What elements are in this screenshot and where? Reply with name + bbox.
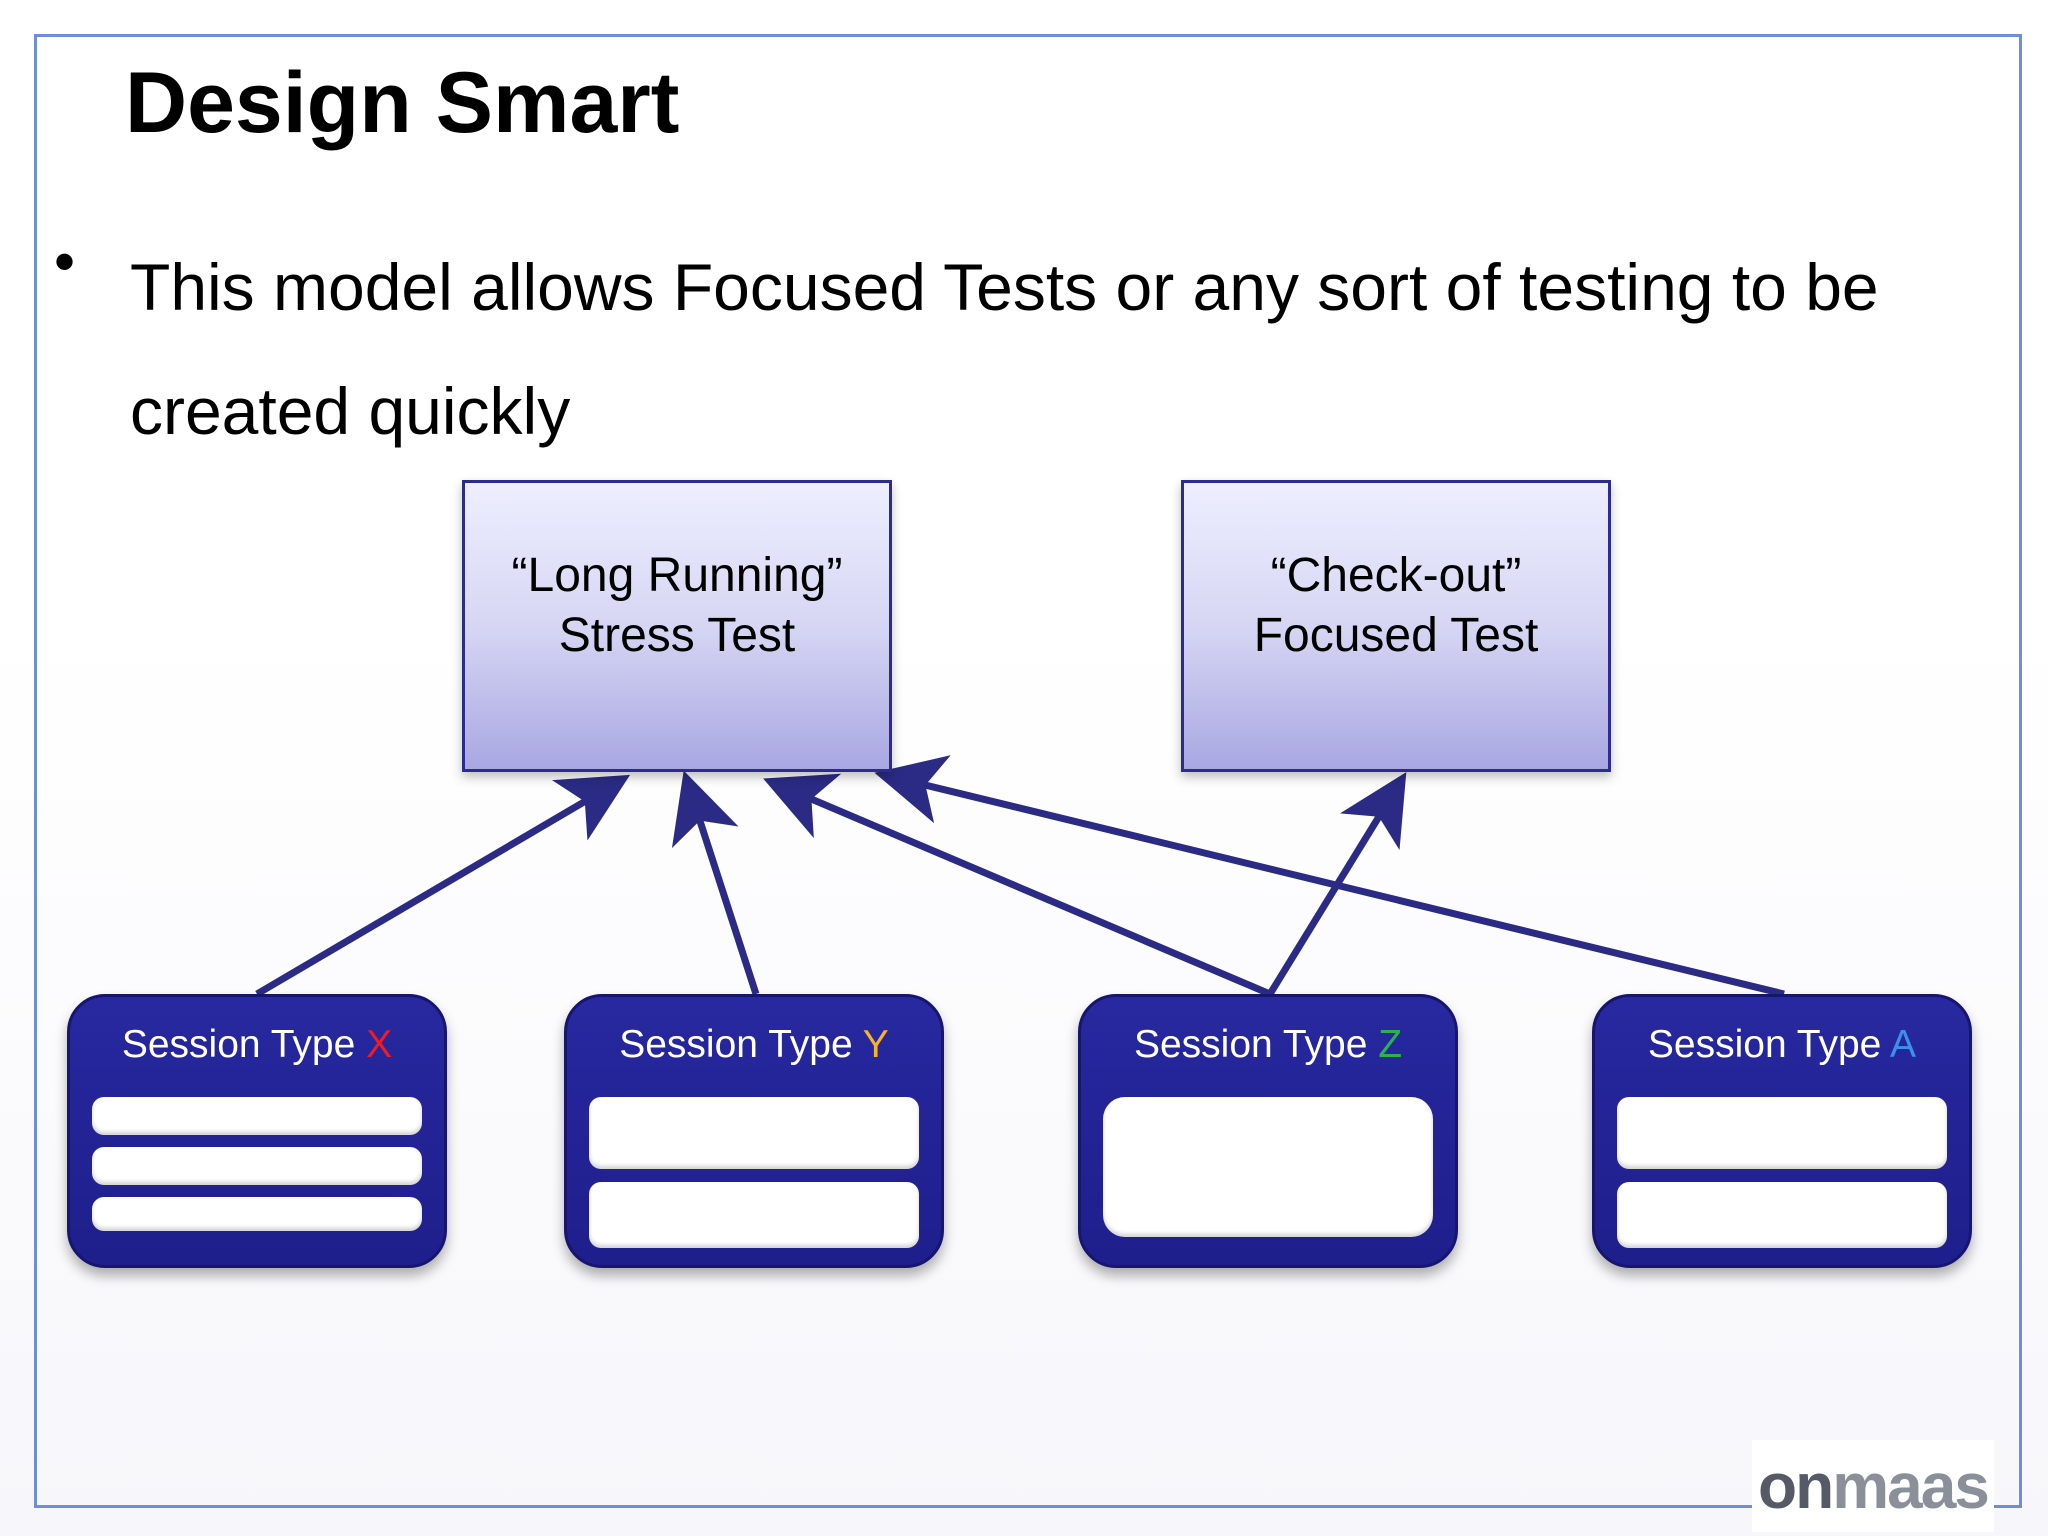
session-slot <box>1617 1097 1947 1169</box>
session-slot <box>1617 1182 1947 1248</box>
session-letter: Y <box>862 1023 889 1066</box>
session-type-a-box: Session Type A <box>1592 994 1972 1268</box>
box-label-line1: “Check-out” <box>1270 549 1522 602</box>
session-slot <box>92 1197 422 1231</box>
session-label-text: Session Type <box>1647 1023 1891 1066</box>
box-label-line1: “Long Running” <box>511 549 843 602</box>
box-label-line2: Stress Test <box>558 609 796 662</box>
session-type-x-box: Session Type X <box>67 994 447 1268</box>
session-slot <box>92 1147 422 1185</box>
box-label-line2: Focused Test <box>1253 609 1539 662</box>
check-out-focused-test-box: “Check-out” Focused Test <box>1181 480 1611 772</box>
logo-part-on: on <box>1758 1450 1834 1522</box>
slide-frame <box>34 34 2022 1508</box>
session-slot <box>1103 1097 1433 1237</box>
session-label: Session Type Y <box>567 1023 941 1067</box>
arrow-y-to-long-running <box>671 770 760 996</box>
session-label: Session Type A <box>1595 1023 1969 1067</box>
session-letter: Z <box>1378 1023 1403 1066</box>
arrow-z-to-check-out <box>1267 772 1407 996</box>
session-type-y-box: Session Type Y <box>564 994 944 1268</box>
session-slot <box>92 1097 422 1135</box>
session-type-z-box: Session Type Z <box>1078 994 1458 1268</box>
session-letter: X <box>366 1023 393 1066</box>
session-slot <box>589 1182 919 1248</box>
bullet-marker: • <box>54 228 76 295</box>
session-label-text: Session Type <box>1133 1023 1379 1066</box>
session-letter: A <box>1890 1023 1917 1066</box>
session-label-text: Session Type <box>121 1023 367 1066</box>
arrow-x-to-long-running <box>255 774 631 998</box>
session-label: Session Type X <box>70 1023 444 1067</box>
bullet-text: This model allows Focused Tests or any s… <box>130 250 1879 448</box>
arrow-z-to-long-running <box>763 773 1272 998</box>
logo-part-maas: maas <box>1832 1450 1990 1522</box>
long-running-stress-test-box: “Long Running” Stress Test <box>462 480 892 772</box>
onmaas-logo: onmaas <box>1752 1440 1994 1532</box>
session-slot <box>589 1097 919 1169</box>
slide-title: Design Smart <box>125 55 680 151</box>
session-label: Session Type Z <box>1081 1023 1455 1067</box>
session-label-text: Session Type <box>619 1023 863 1066</box>
